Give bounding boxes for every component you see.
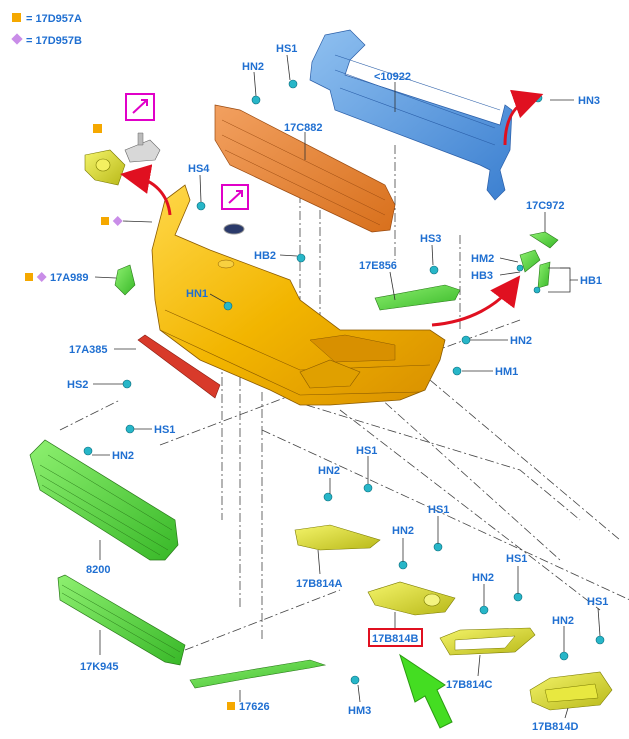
clip-icon <box>363 483 373 493</box>
label-8200: 8200 <box>86 564 110 576</box>
clip-icon <box>196 201 206 211</box>
new-part-marker-icon <box>221 184 249 210</box>
clip-icon <box>251 95 261 105</box>
clip-icon <box>288 79 298 89</box>
fog-lamp-bezel-c <box>439 627 536 656</box>
lower-grille-insert <box>57 574 186 666</box>
label-hs1-a: HS1 <box>356 445 377 457</box>
label-17a385: 17A385 <box>69 344 108 356</box>
label-hn2-top: HN2 <box>242 61 264 73</box>
clip-icon <box>533 286 541 294</box>
label-hs1-c: HS1 <box>506 553 527 565</box>
label-hs1-grille: HS1 <box>154 424 175 436</box>
diamond-icon <box>112 216 123 226</box>
clip-icon <box>516 264 524 272</box>
clip-icon <box>122 379 132 389</box>
label-hn2-right: HN2 <box>510 335 532 347</box>
part-labels: <10922 HN3 HS1 HN2 17C882 HS4 17C972 HB2… <box>50 43 608 733</box>
tow-eye-cover <box>84 132 161 186</box>
label-hm2: HM2 <box>471 253 494 265</box>
clip-icon <box>533 93 543 103</box>
clip-icon <box>461 335 471 345</box>
fog-lamp-bezel-a <box>294 524 381 551</box>
selected-part-highlight <box>368 628 423 647</box>
clip-icon <box>83 446 93 456</box>
new-part-marker-icon <box>125 93 155 121</box>
legend-label-17d957b: = 17D957B <box>26 35 82 47</box>
clip-icon <box>223 301 233 311</box>
side-bracket <box>114 264 136 296</box>
label-hs2: HS2 <box>67 379 88 391</box>
bumper-beam <box>309 29 513 201</box>
label-hn3: HN3 <box>578 95 600 107</box>
square-icon <box>227 702 235 710</box>
trim-strip <box>374 284 461 311</box>
reflector <box>137 334 221 399</box>
label-hs1-b: HS1 <box>428 504 449 516</box>
label-17b814c: 17B814C <box>446 679 493 691</box>
mounting-bracket <box>519 231 559 289</box>
label-hs1-d: HS1 <box>587 596 608 608</box>
clip-icon <box>513 592 523 602</box>
label-17c972: 17C972 <box>526 200 565 212</box>
clip-icon <box>479 605 489 615</box>
diamond-icon <box>36 272 47 282</box>
label-hb2: HB2 <box>254 250 276 262</box>
label-10922: <10922 <box>374 71 411 83</box>
label-17626: 17626 <box>239 701 270 713</box>
clip-icon <box>125 424 135 434</box>
square-icon <box>12 13 21 22</box>
label-hm1: HM1 <box>495 366 518 378</box>
label-hb1: HB1 <box>580 275 602 287</box>
square-icon <box>93 124 102 133</box>
clip-icon <box>559 651 569 661</box>
square-icon <box>101 217 109 225</box>
label-hs4: HS4 <box>188 163 210 175</box>
label-hn2-d: HN2 <box>552 615 574 627</box>
label-17b814d: 17B814D <box>532 721 579 733</box>
label-hn1: HN1 <box>186 288 208 300</box>
label-hn2-b: HN2 <box>392 525 414 537</box>
diamond-icon <box>11 33 23 45</box>
clip-icon <box>452 366 462 376</box>
lower-grille <box>29 439 179 561</box>
label-17a989: 17A989 <box>50 272 89 284</box>
label-hn2-c: HN2 <box>472 572 494 584</box>
legend: = 17D957A = 17D957B <box>11 13 82 47</box>
energy-absorber <box>214 104 396 233</box>
fog-lamp-bezel-d <box>529 671 613 711</box>
label-17b814b: 17B814B <box>372 633 419 645</box>
clip-icon <box>429 265 439 275</box>
label-hn2-grille: HN2 <box>112 450 134 462</box>
label-hs3: HS3 <box>420 233 441 245</box>
square-icon <box>25 273 33 281</box>
leader-lines <box>92 54 601 719</box>
label-hs1-top: HS1 <box>276 43 297 55</box>
direction-arrows <box>120 89 544 327</box>
label-17b814a: 17B814A <box>296 578 343 590</box>
label-17c882: 17C882 <box>284 122 323 134</box>
label-hm3: HM3 <box>348 705 371 717</box>
clip-icon <box>398 560 408 570</box>
clip-icon <box>595 635 605 645</box>
label-17k945: 17K945 <box>80 661 119 673</box>
clip-icon <box>296 253 306 263</box>
ford-emblem <box>223 223 245 235</box>
bumper-cover <box>151 184 446 406</box>
label-17e856: 17E856 <box>359 260 397 272</box>
fog-lamp-bezel-b <box>367 581 456 616</box>
label-hn2-a: HN2 <box>318 465 340 477</box>
pointer-arrow-icon <box>399 653 453 729</box>
clip-icon <box>350 675 360 685</box>
air-deflector <box>189 659 327 689</box>
clip-icon <box>433 542 443 552</box>
legend-label-17d957a: = 17D957A <box>26 13 82 25</box>
label-hb3: HB3 <box>471 270 493 282</box>
clip-icon <box>323 492 333 502</box>
